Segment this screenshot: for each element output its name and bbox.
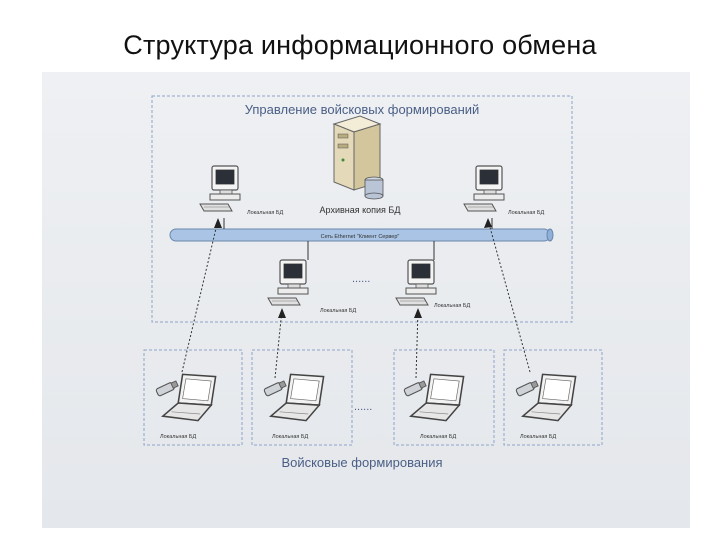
laptop-3-label: Локальная БД — [420, 434, 457, 440]
unit-zone-3 — [393, 349, 495, 446]
upload-links — [181, 219, 531, 379]
top-zone-label: Управление войсковых формирований — [245, 102, 480, 117]
pc-mid-left-label: Локальная БД — [320, 308, 357, 314]
bottom-zone-label: Войсковые формирования — [281, 455, 442, 470]
diagram-panel: Управление войсковых формирований Войско… — [42, 72, 690, 528]
laptop-4-icon — [514, 373, 577, 422]
pc-mid-right-label: Локальная БД — [434, 303, 471, 309]
laptop-3-icon — [402, 373, 465, 422]
network-label: Сеть Ethernet "Клиент Сервер" — [321, 234, 400, 240]
network-diagram: Управление войсковых формирований Войско… — [143, 95, 603, 470]
laptop-2-label: Локальная БД — [272, 434, 309, 440]
pc-mid-left-icon — [267, 259, 309, 306]
unit-zone-1 — [143, 349, 243, 446]
unit-zone-4 — [503, 349, 603, 446]
laptop-2-icon — [262, 373, 325, 422]
top-zone — [151, 95, 573, 323]
laptop-1-icon — [154, 373, 217, 422]
network-bus — [169, 228, 554, 242]
server-icon — [332, 115, 382, 191]
ellipsis-middle: ...... — [352, 273, 370, 285]
ellipsis-bottom: ...... — [354, 401, 372, 413]
pc-right-label: Локальная БД — [508, 210, 545, 216]
database-icon — [364, 176, 384, 200]
server-label: Архивная копия БД — [320, 205, 401, 215]
pc-left-icon — [199, 165, 241, 212]
laptop-1-label: Локальная БД — [160, 434, 197, 440]
page-title: Структура информационного обмена — [123, 30, 597, 60]
unit-zone-2 — [251, 349, 353, 446]
pc-left-label: Локальная БД — [247, 210, 284, 216]
pc-mid-right-icon — [395, 259, 437, 306]
pc-right-icon — [463, 165, 505, 212]
laptop-4-label: Локальная БД — [520, 434, 557, 440]
arrow-heads — [214, 218, 492, 318]
